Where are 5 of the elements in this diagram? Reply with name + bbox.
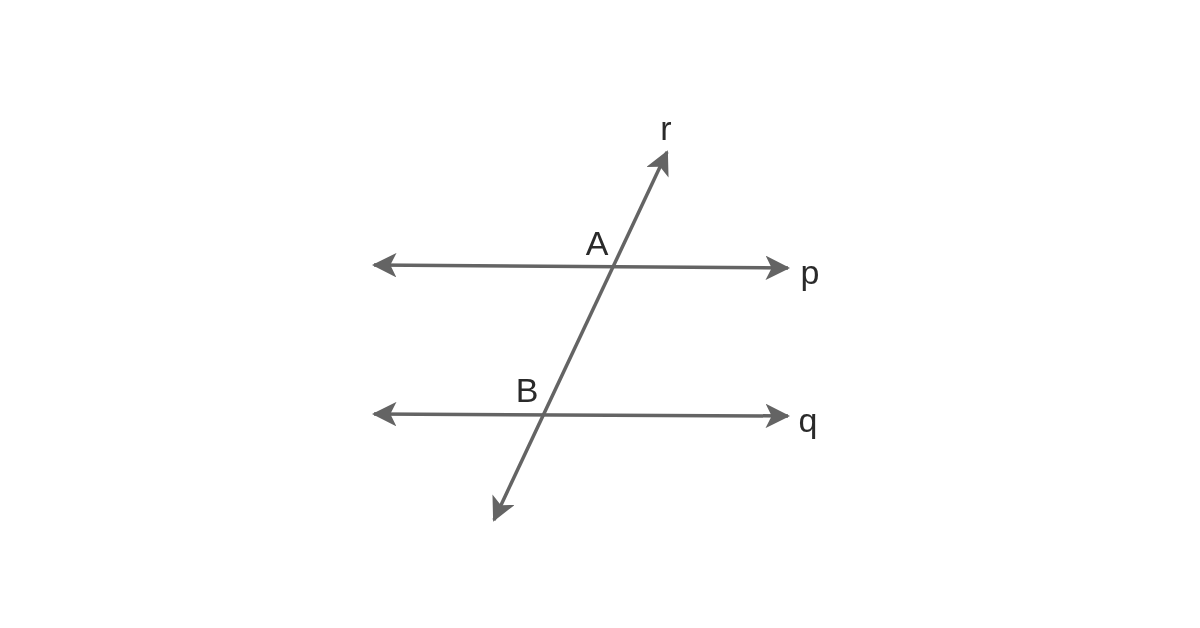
point-label: q bbox=[798, 403, 818, 437]
point-label: p bbox=[800, 255, 820, 289]
point-label: B bbox=[515, 373, 539, 407]
point-label: A bbox=[585, 226, 609, 260]
point-label: r bbox=[660, 111, 672, 145]
